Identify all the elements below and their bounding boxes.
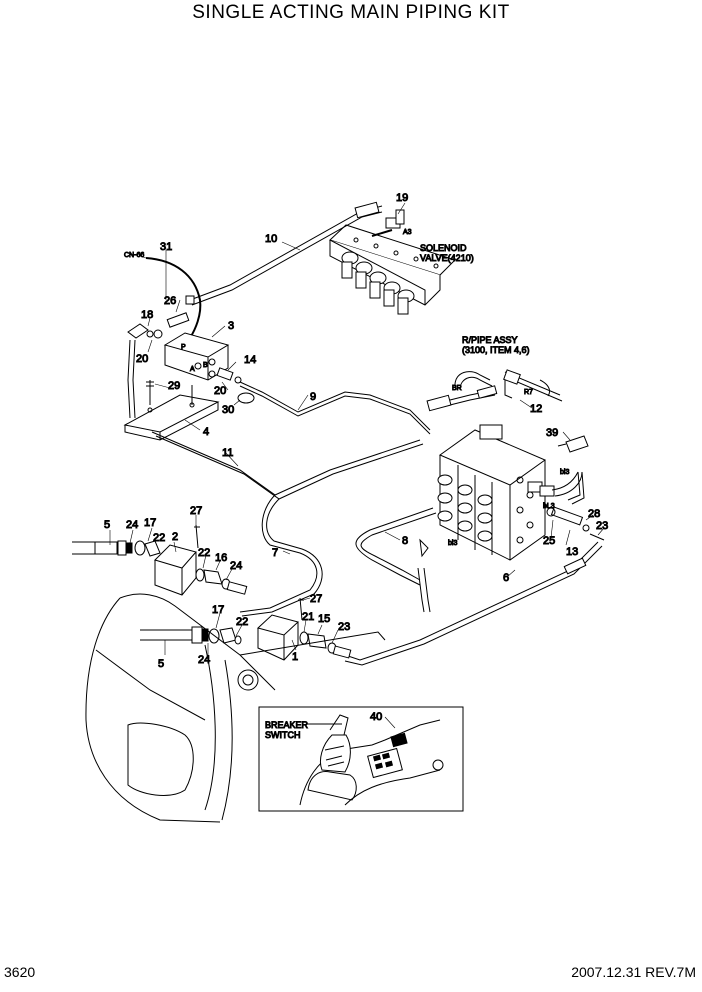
fitting-13 [546,506,590,532]
callout-16: 16 [215,552,227,564]
fitting-15 [299,631,352,659]
callout-20: 20 [136,353,148,365]
callout-3: 3 [228,320,234,332]
fitting-16 [195,568,248,595]
callout-10: 10 [265,233,277,245]
callout-6: 6 [503,572,509,584]
port-bl3b-label: bL3 [543,503,555,510]
callout-29: 29 [168,380,180,392]
callout-11: 11 [222,447,233,459]
breaker-label-1: BREAKER [265,720,309,730]
page-number: 3620 [4,964,36,980]
callout-4: 4 [203,426,209,438]
callout-17: 17 [144,517,156,529]
r-pipe-assy [454,369,563,402]
port-r7-label: R7 [524,389,533,396]
solenoid-label-1: SOLENOID [420,243,467,253]
callout-5b: 5 [158,658,164,670]
callout-24b: 24 [198,654,210,666]
port-a-label: A [190,366,195,373]
fitting-14 [208,367,242,384]
callout-27: 27 [190,505,202,517]
port-br-label: BR [452,385,462,392]
fitting-18 [127,323,163,339]
callout-19: 19 [396,192,408,204]
port-p-label: P [181,344,186,351]
callout-24c: 24 [230,560,242,572]
fitting-26 [166,295,195,328]
hose-5-lower [140,626,242,645]
callout-13: 13 [566,546,578,558]
callout-28: 28 [588,508,600,520]
r-pipe-label-2: (3100, ITEM 4,6) [462,345,530,355]
callout-20b: 20 [214,385,226,397]
solenoid-valve [329,224,456,315]
callout-21: 21 [302,611,314,623]
callout-23b: 23 [338,621,350,633]
bracket-2 [154,544,197,596]
callout-30: 30 [222,404,234,416]
callout-40: 40 [370,711,382,723]
callout-12: 12 [530,403,542,415]
callout-22b: 22 [198,547,210,559]
main-control-valve [437,424,555,561]
fitting-19 [371,209,405,237]
callout-14: 14 [244,354,256,366]
port-bl3c-label: bl3 [560,469,569,476]
breaker-label-2: SWITCH [265,730,301,740]
port-b-label: B [203,362,208,369]
callout-8: 8 [402,535,408,547]
callout-27b: 27 [310,593,322,605]
cn66-label: CN-66 [124,252,144,259]
callout-7: 7 [272,547,278,559]
callout-31: 31 [160,241,172,253]
solenoid-label-2: VALVE(4210) [420,253,474,263]
boom-arm [85,593,386,823]
callout-23: 23 [596,520,608,532]
callout-26: 26 [164,295,176,307]
port-a3-label: A3 [403,229,412,236]
shuttle-valve-3 [163,332,230,381]
callout-1: 1 [292,651,298,663]
callout-9: 9 [310,391,316,403]
callout-24: 24 [126,519,138,531]
callout-15: 15 [318,613,330,625]
callout-22c: 22 [236,616,248,628]
hose-5-upper [72,540,161,557]
port-bl3-label: bl3 [448,540,457,547]
fitting-39 [557,435,589,453]
base-plate-4 [123,394,220,441]
date-revision: 2007.12.31 REV.7M [571,964,696,980]
callout-22: 22 [153,532,165,544]
r-pipe-label-1: R/PIPE ASSY [462,335,518,345]
callout-17b: 17 [212,604,224,616]
page-title: SINGLE ACTING MAIN PIPING KIT [192,2,510,23]
callout-2: 2 [172,531,178,543]
callout-18: 18 [141,309,153,321]
callout-25: 25 [543,535,555,547]
breaker-switch-inset [258,706,464,812]
callout-5: 5 [104,519,110,531]
callout-39: 39 [546,427,558,439]
